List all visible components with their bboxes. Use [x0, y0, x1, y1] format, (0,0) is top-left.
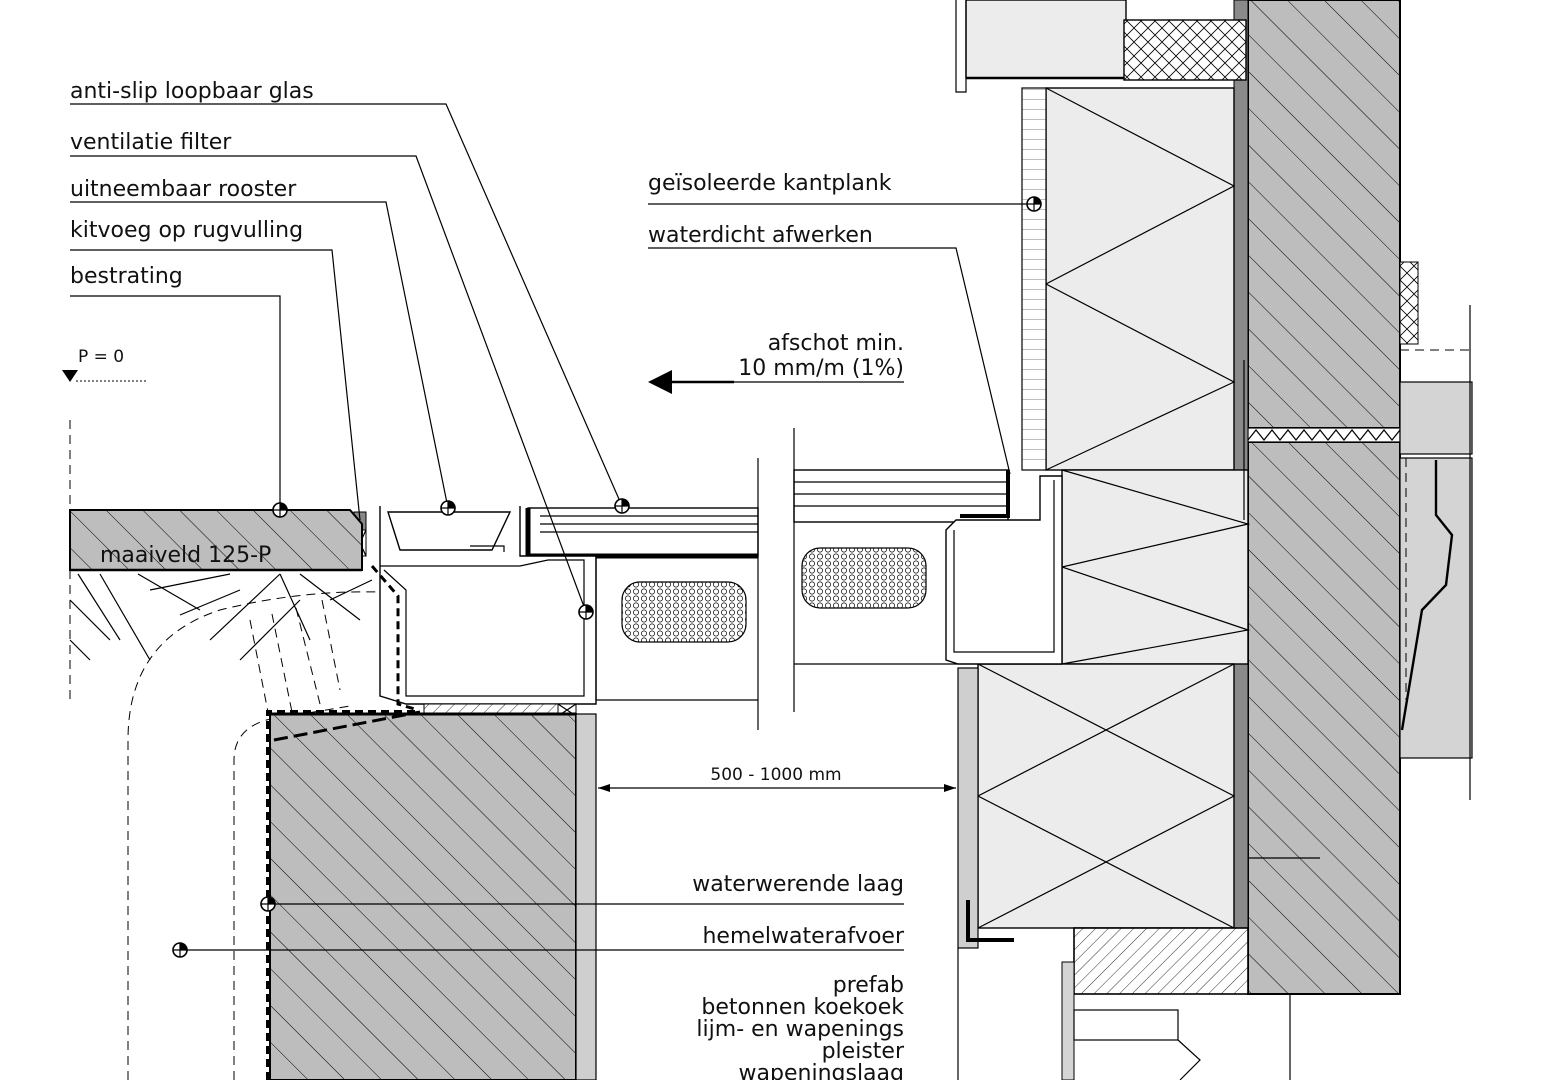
marker-icon	[578, 604, 594, 620]
insulation-upper	[1045, 87, 1235, 471]
label-slope-1: afschot min.	[768, 331, 904, 356]
label-prefab-4: pleister	[822, 1039, 905, 1064]
reference-markers	[172, 196, 1042, 958]
label-anti-slip-glass: anti-slip loopbaar glas	[70, 79, 314, 104]
level-triangle-icon	[62, 370, 78, 382]
wall-structure	[955, 0, 1473, 1080]
ventilation-filter-right	[801, 547, 927, 609]
label-rainwater-drain: hemelwaterafvoer	[702, 924, 904, 949]
marker-icon	[260, 896, 276, 912]
label-ground-level: maaiveld 125-P	[100, 543, 271, 568]
label-ventilation-filter: ventilatie filter	[70, 130, 232, 155]
label-prefab-2: betonnen koekoek	[701, 995, 904, 1020]
marker-icon	[272, 502, 288, 518]
label-prefab-3: lijm- en wapenings	[696, 1017, 904, 1042]
label-paving: bestrating	[70, 264, 183, 289]
marker-icon	[1026, 196, 1042, 212]
marker-icon	[614, 498, 630, 514]
insulation-lower	[977, 663, 1235, 929]
dimension-line	[598, 784, 956, 792]
slope-arrow-icon	[648, 370, 672, 394]
label-waterproof-finish: waterdicht afwerken	[648, 223, 873, 248]
leader-lines	[70, 103, 1320, 951]
label-prefab-5: wapeningslaag	[739, 1061, 904, 1080]
label-prefab-1: prefab	[833, 973, 904, 998]
label-water-resistant-layer: waterwerende laag	[692, 872, 904, 897]
label-level-zero: P = 0	[78, 347, 124, 367]
marker-icon	[440, 500, 456, 516]
lightwell-grate	[353, 428, 1063, 730]
ventilation-filter-left	[621, 581, 747, 643]
label-insulated-edge-board: geïsoleerde kantplank	[648, 171, 892, 196]
label-slope-2: 10 mm/m (1%)	[738, 356, 904, 381]
lightwell-wall	[266, 565, 597, 1080]
label-removable-grate: uitneembaar rooster	[70, 177, 297, 202]
label-dimension: 500 - 1000 mm	[710, 765, 841, 785]
label-sealant-joint: kitvoeg op rugvulling	[70, 218, 303, 243]
marker-icon	[172, 942, 188, 958]
